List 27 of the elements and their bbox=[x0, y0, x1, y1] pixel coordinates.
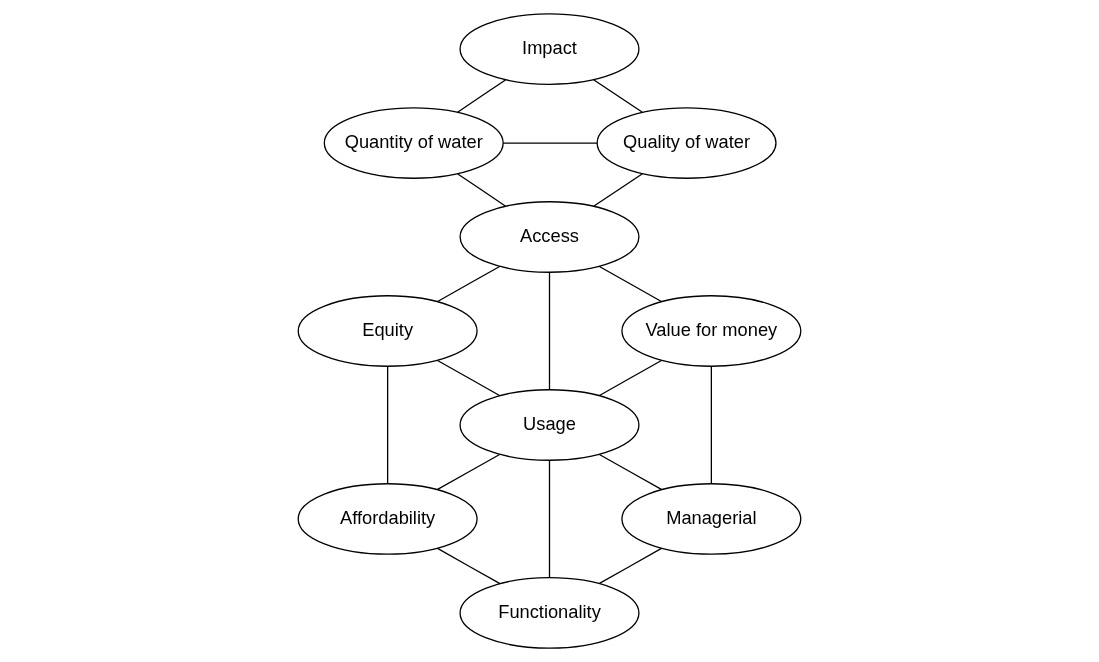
connector bbox=[593, 173, 644, 207]
node-ellipse: Usage bbox=[459, 389, 640, 461]
connector bbox=[502, 142, 598, 144]
connector bbox=[456, 79, 507, 113]
connector bbox=[387, 365, 389, 484]
node-ellipse: Affordability bbox=[297, 483, 478, 555]
node-ellipse: Quantity of water bbox=[323, 107, 504, 179]
node-ellipse: Functionality bbox=[459, 577, 640, 649]
node-ellipse: Impact bbox=[459, 13, 640, 85]
connector bbox=[457, 173, 507, 207]
node-ellipse: Managerial bbox=[621, 483, 802, 555]
connector bbox=[548, 459, 551, 578]
node-ellipse: Access bbox=[459, 201, 640, 273]
node-ellipse: Equity bbox=[297, 295, 478, 367]
connector bbox=[592, 79, 643, 113]
node-ellipse: Quality of water bbox=[596, 107, 777, 179]
connector bbox=[436, 359, 501, 397]
connector bbox=[598, 453, 663, 491]
node-ellipse: Value for money bbox=[621, 295, 802, 367]
connector bbox=[598, 547, 663, 585]
connector bbox=[436, 265, 501, 303]
connector bbox=[598, 265, 663, 303]
connector bbox=[710, 365, 712, 484]
connector bbox=[548, 271, 551, 390]
connector bbox=[598, 359, 663, 397]
connector bbox=[436, 547, 501, 585]
connector bbox=[436, 453, 501, 491]
